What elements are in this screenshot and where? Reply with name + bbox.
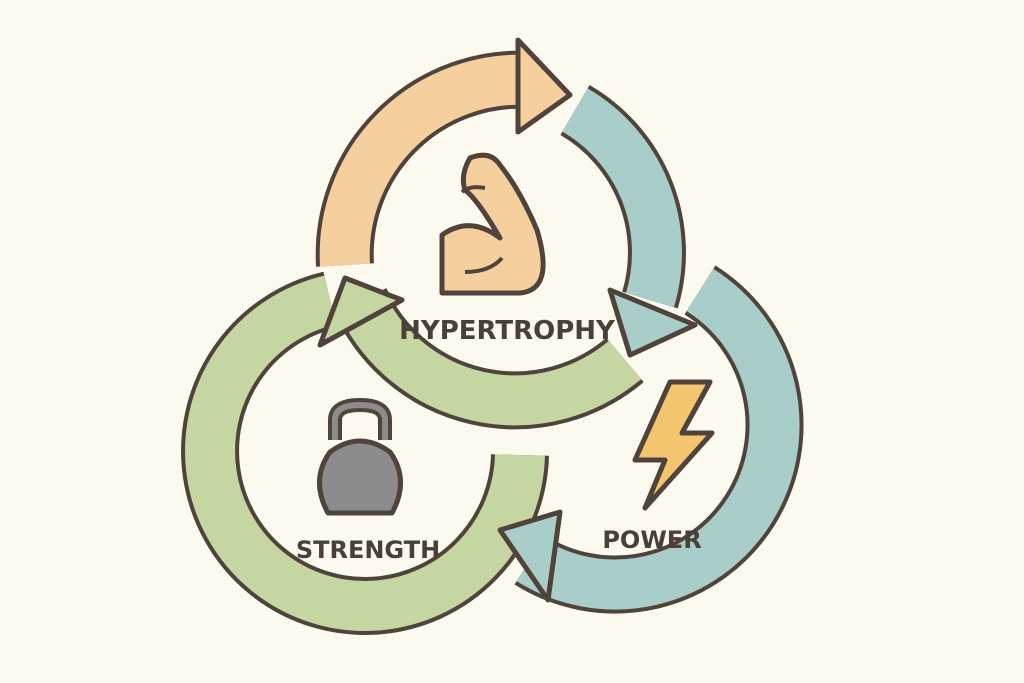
lightning-bolt-icon	[632, 379, 715, 511]
hypertrophy-arrow	[315, 37, 573, 267]
kettlebell-icon	[317, 397, 403, 516]
power-label: POWER	[602, 526, 701, 554]
flexed-bicep-icon	[439, 152, 546, 296]
strength-to-hypertrophy-arrow	[317, 275, 644, 430]
hypertrophy-to-power-arrow	[559, 84, 698, 358]
power-arrow	[497, 265, 804, 614]
hypertrophy-label: HYPERTROPHY	[399, 316, 616, 346]
strength-arrow	[181, 271, 549, 635]
strength-label: STRENGTH	[296, 536, 440, 564]
